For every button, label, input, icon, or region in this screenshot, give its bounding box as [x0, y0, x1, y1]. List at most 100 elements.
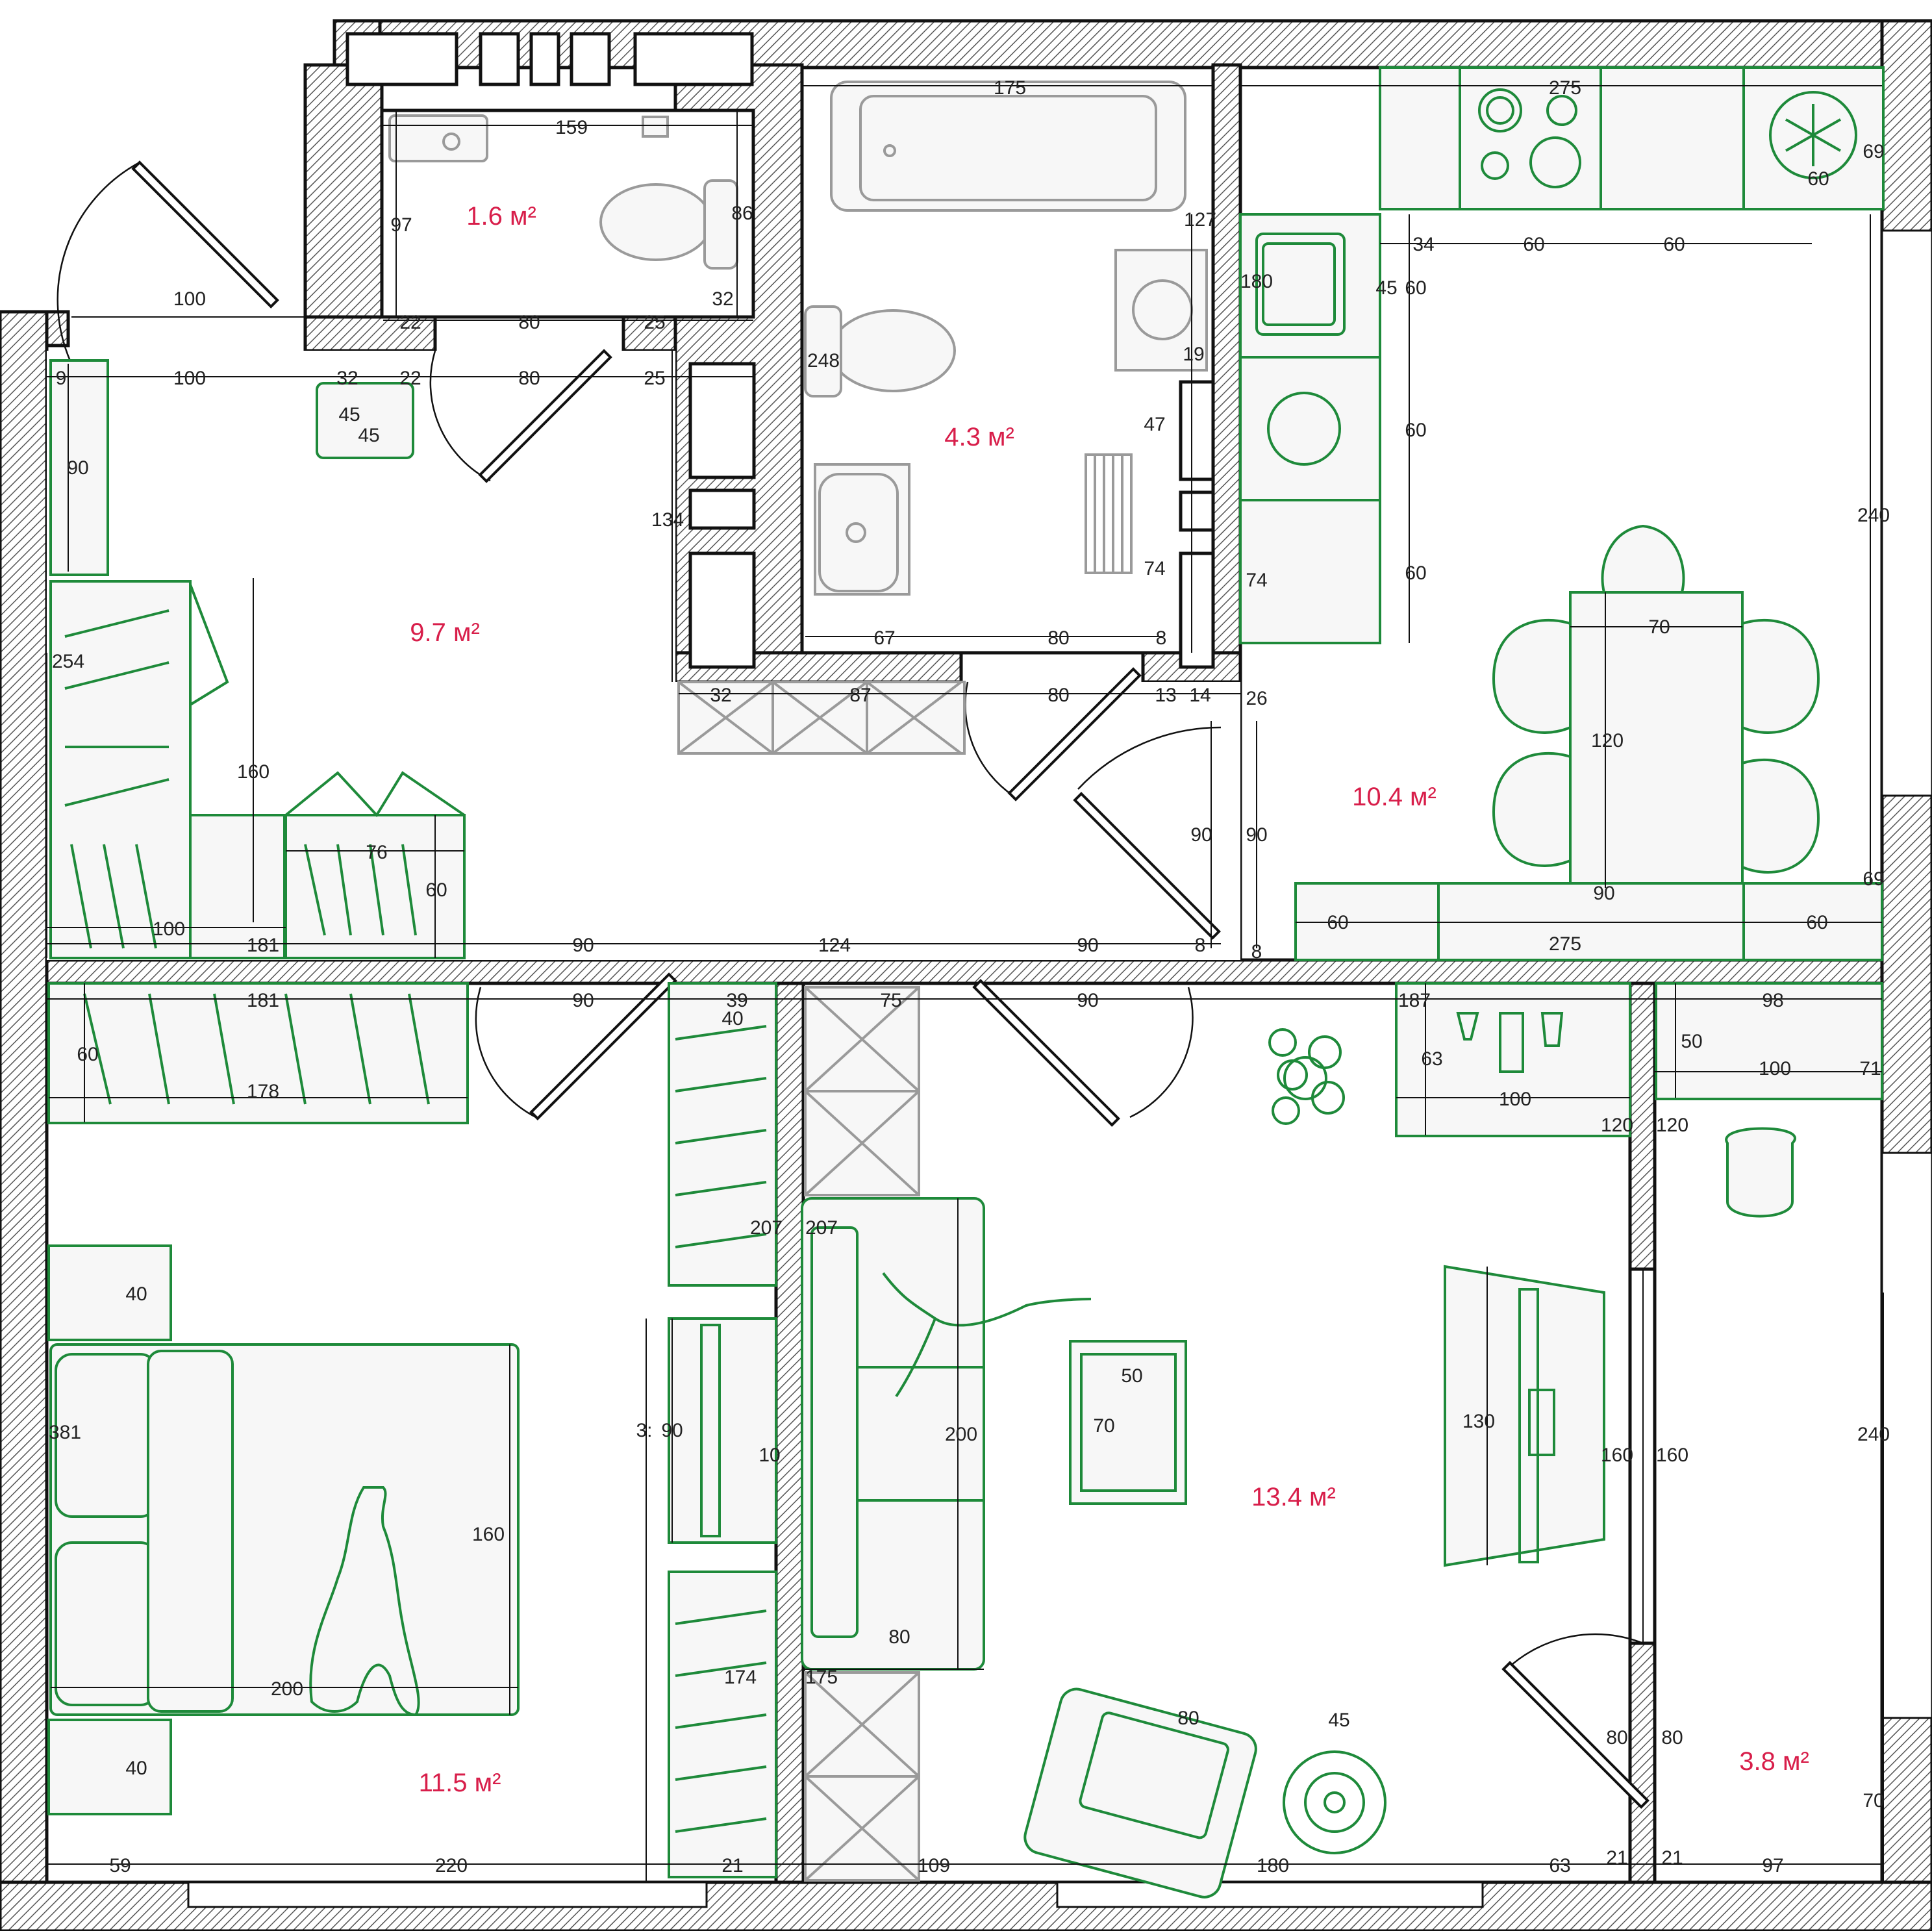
person-figure-icon: [309, 1486, 420, 1717]
dim-label: 80: [1606, 1727, 1627, 1748]
tv-unit-bedroom: [668, 1317, 777, 1544]
dim-label: 47: [1144, 414, 1165, 435]
dim-label: 207: [805, 1217, 838, 1239]
niche-8: [688, 551, 756, 669]
dim-label: 220: [435, 1855, 468, 1876]
dim-label: 8: [1195, 935, 1206, 956]
small-sink-tap: [442, 133, 460, 151]
dim-label: 90: [1077, 935, 1098, 956]
dim-label: 70: [1863, 1790, 1884, 1811]
dim-label: 45: [1328, 1710, 1349, 1731]
living-door-leaf[interactable]: [972, 979, 1120, 1127]
dim-label: 254: [52, 651, 84, 672]
tv-living: [1518, 1288, 1539, 1563]
dim-label: 71: [1859, 1058, 1881, 1079]
dim-label: 134: [651, 509, 684, 531]
balcony-door-swing: [1506, 1633, 1644, 1670]
balcony-shelf: [1655, 982, 1883, 1100]
toilet-wall-bottom: [303, 315, 437, 353]
dim-label: 63: [1549, 1855, 1570, 1876]
dim-label: 32: [336, 368, 358, 389]
window-bedroom-bottom: [187, 1881, 708, 1908]
niche-2: [479, 32, 520, 86]
dim-label: 32: [710, 685, 731, 706]
dim-label: 22: [399, 312, 421, 333]
entry-door-swing: [56, 161, 140, 364]
dim-label: 127: [1184, 209, 1216, 231]
dim-label: 90: [1246, 824, 1267, 846]
dim-label: 25: [644, 368, 665, 389]
dim-label: 39: [726, 990, 747, 1011]
dining-chair-left-1: [1492, 618, 1572, 734]
dim-label: 200: [271, 1678, 303, 1700]
niche-11: [1179, 551, 1215, 669]
dim-label: 160: [237, 761, 270, 783]
dim-label: 80: [1048, 685, 1069, 706]
dim-label: 60: [77, 1044, 98, 1065]
niche-6: [688, 362, 756, 479]
room-area-labels: 1.6 м² 4.3 м² 9.7 м² 10.4 м² 11.5 м² 13.…: [410, 202, 1809, 1797]
dim-label: 90: [1593, 883, 1614, 904]
bathtub: [830, 81, 1186, 212]
balcony-door-leaf[interactable]: [1501, 1661, 1650, 1809]
hall-coat-rack: [49, 359, 109, 576]
toilet-door-swing: [429, 350, 491, 482]
window-living-bottom: [1056, 1881, 1484, 1908]
small-sink: [388, 114, 488, 162]
dim-label: 60: [1405, 562, 1426, 584]
sofa-back: [810, 1226, 859, 1638]
dim-label: 100: [1499, 1089, 1531, 1110]
sink-icon: [1255, 233, 1346, 336]
bathroom-basin: [818, 473, 899, 592]
dim-label: 40: [125, 1283, 147, 1305]
niche-7: [688, 488, 756, 530]
kitchen-door-leaf[interactable]: [1073, 792, 1221, 940]
balcony-wall-low: [1628, 1641, 1657, 1884]
person-on-sofa: [882, 1272, 1092, 1398]
dim-label: 60: [425, 879, 447, 901]
dim-label: 175: [994, 77, 1026, 99]
balcony-wall: [1628, 981, 1657, 1271]
armchair: [1023, 1687, 1257, 1899]
dim-label: 9: [56, 368, 67, 389]
bedroom-door-leaf[interactable]: [529, 972, 677, 1120]
dim-label: 74: [1246, 570, 1267, 591]
niche-10: [1179, 490, 1215, 532]
dim-label: 100: [1759, 1058, 1791, 1079]
dimension-labels: 159 97 86 32 22 80 25 100 9 100 32 22 80…: [49, 77, 1890, 1876]
dim-label: 207: [750, 1217, 783, 1239]
middle-wall: [45, 958, 1884, 985]
dim-label: 60: [1663, 234, 1685, 255]
bathroom-toilet-bowl: [830, 309, 956, 392]
plant-icon: [1268, 1028, 1345, 1125]
living-room-area: 13.4 м²: [1251, 1483, 1336, 1511]
dining-chair-top: [1601, 524, 1685, 594]
dim-label: 130: [1462, 1411, 1495, 1432]
dim-label: 160: [1656, 1445, 1688, 1466]
dining-chair-left-2: [1492, 751, 1572, 867]
dim-label: 100: [173, 368, 206, 389]
dim-label: 69: [1863, 141, 1884, 162]
glassware-icon: [1456, 1012, 1564, 1073]
bathroom-wall-right: [1211, 63, 1242, 716]
coffee-table-glass: [1080, 1353, 1177, 1492]
dim-label: 90: [661, 1420, 683, 1441]
dim-label: 60: [1327, 912, 1348, 933]
dim-label: 187: [1398, 990, 1431, 1011]
dim-label: 120: [1601, 1115, 1633, 1136]
dim-label: 60: [1807, 168, 1829, 190]
entry-door-leaf[interactable]: [131, 160, 279, 309]
dim-label: 248: [807, 350, 840, 372]
towel-rail: [1085, 453, 1133, 574]
bathroom-door-leaf[interactable]: [1007, 667, 1142, 801]
entry-stool: [316, 382, 414, 459]
dim-label: 59: [109, 1855, 131, 1876]
toilet-door-leaf[interactable]: [478, 349, 612, 483]
dim-label: 97: [1762, 1855, 1783, 1876]
hall-wardrobe: [49, 580, 192, 959]
dim-label: 70: [1093, 1415, 1114, 1437]
bedroom-bookshelf: [47, 982, 469, 1124]
dim-label: 25: [644, 312, 665, 333]
toilet-tank: [703, 179, 738, 270]
bathroom-toilet-tank: [804, 305, 842, 398]
